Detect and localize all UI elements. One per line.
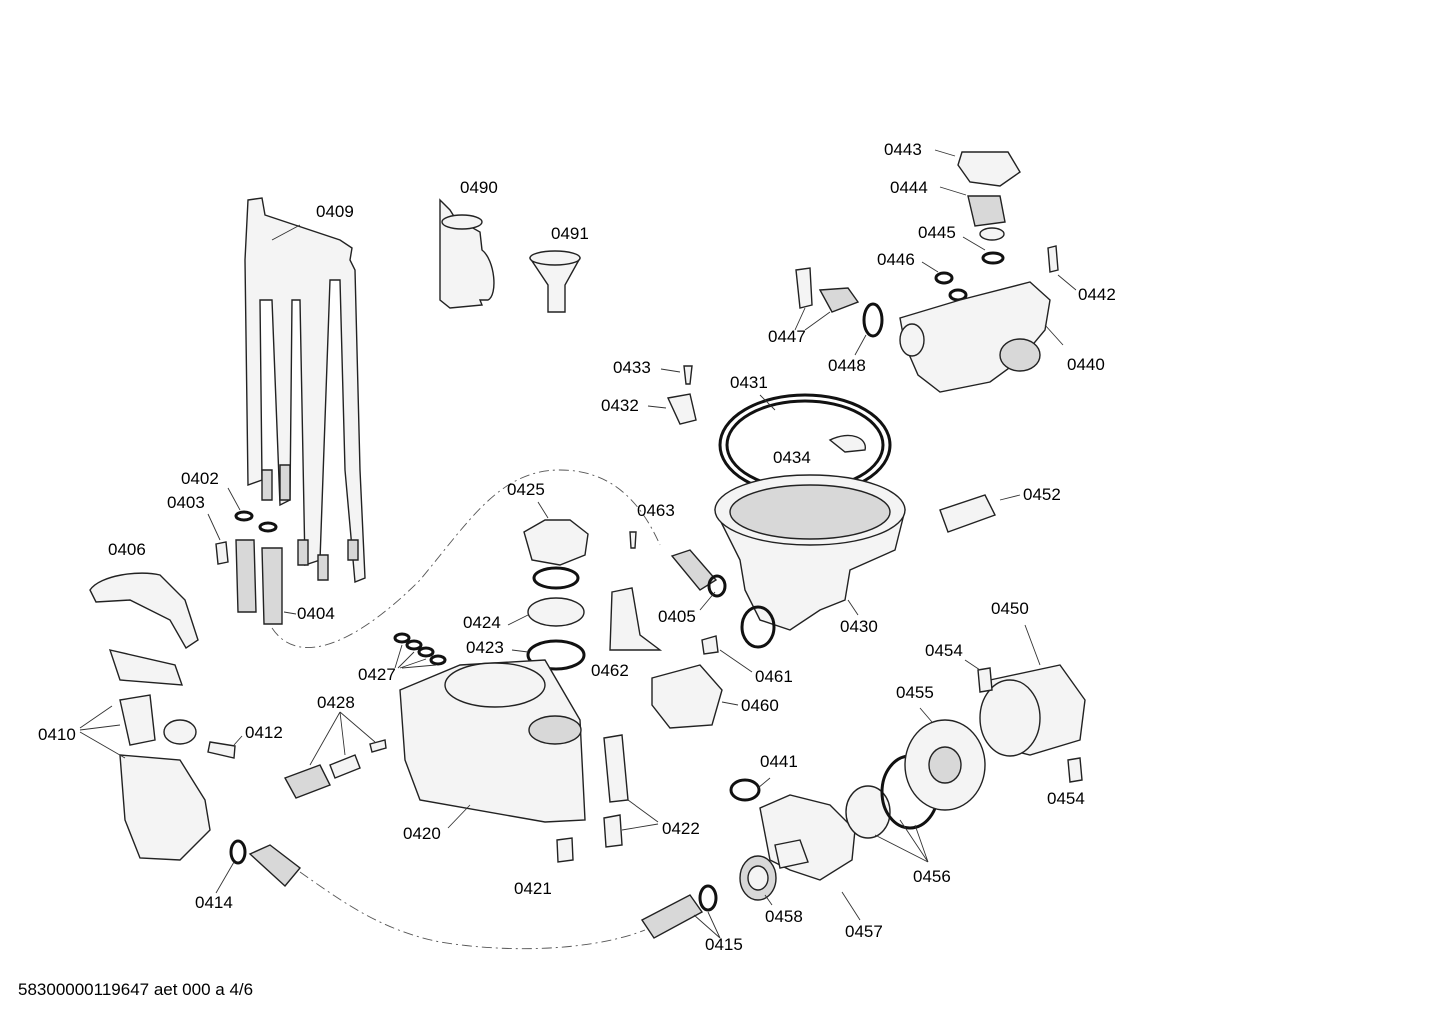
- part-label-0420[interactable]: 0420: [403, 824, 441, 843]
- part-label-0412[interactable]: 0412: [245, 723, 283, 742]
- part-label-0414[interactable]: 0414: [195, 893, 233, 912]
- part-0450-circulation-motor[interactable]: [979, 624, 1086, 757]
- part-0463-screw[interactable]: [629, 531, 637, 549]
- part-0425-nut[interactable]: [523, 501, 589, 566]
- part-label-0458[interactable]: 0458: [765, 907, 803, 926]
- part-label-0452[interactable]: 0452: [1023, 485, 1061, 504]
- part-label-0440[interactable]: 0440: [1067, 355, 1105, 374]
- part-0414-hose[interactable]: [215, 839, 302, 894]
- part-0490-jug[interactable]: [439, 198, 495, 309]
- part-0415-hose[interactable]: [640, 884, 721, 939]
- assembly-path-lines: [271, 469, 661, 950]
- part-label-0428[interactable]: 0428: [317, 693, 355, 712]
- part-0491-funnel[interactable]: [529, 250, 581, 313]
- part-label-0445[interactable]: 0445: [918, 223, 956, 242]
- part-label-0423[interactable]: 0423: [466, 638, 504, 657]
- part-0420-water-softener[interactable]: [399, 659, 586, 829]
- part-label-0421[interactable]: 0421: [514, 879, 552, 898]
- part-0402-seal[interactable]: [227, 487, 278, 533]
- part-label-0410[interactable]: 0410: [38, 725, 76, 744]
- part-label-0424[interactable]: 0424: [463, 613, 501, 632]
- part-0445-seal[interactable]: [962, 236, 1005, 265]
- part-label-0460[interactable]: 0460: [741, 696, 779, 715]
- part-0461-plug[interactable]: [701, 635, 753, 673]
- part-label-0441[interactable]: 0441: [760, 752, 798, 771]
- part-label-0433[interactable]: 0433: [613, 358, 651, 377]
- part-0430-sump[interactable]: [714, 474, 906, 631]
- part-label-0454[interactable]: 0454: [925, 641, 963, 660]
- part-label-0425[interactable]: 0425: [507, 480, 545, 499]
- part-label-0415[interactable]: 0415: [705, 935, 743, 954]
- part-label-0447[interactable]: 0447: [768, 327, 806, 346]
- part-0403-clip[interactable]: [207, 513, 229, 565]
- part-label-0454[interactable]: 0454: [1047, 789, 1085, 808]
- part-0454-clip-top[interactable]: [964, 659, 993, 693]
- part-0433-screw[interactable]: [660, 365, 693, 385]
- part-label-0442[interactable]: 0442: [1078, 285, 1116, 304]
- part-0406-cover[interactable]: [89, 572, 199, 649]
- part-0444-sensor[interactable]: [939, 186, 1006, 241]
- part-0410-dispenser[interactable]: [79, 649, 211, 861]
- part-label-0422[interactable]: 0422: [662, 819, 700, 838]
- part-label-0403[interactable]: 0403: [167, 493, 205, 512]
- part-0462-bracket[interactable]: [609, 587, 663, 651]
- part-label-0455[interactable]: 0455: [896, 683, 934, 702]
- part-0441-clamp[interactable]: [729, 777, 771, 802]
- part-0404-hoses[interactable]: [235, 539, 297, 625]
- part-0427-caps[interactable]: [393, 632, 447, 669]
- part-0446-seals[interactable]: [921, 261, 968, 302]
- document-id-footer: 58300000119647 aet 000 a 4/6: [18, 980, 254, 999]
- part-label-0402[interactable]: 0402: [181, 469, 219, 488]
- part-0447-valve[interactable]: [794, 267, 860, 331]
- part-label-0432[interactable]: 0432: [601, 396, 639, 415]
- part-label-0444[interactable]: 0444: [890, 178, 928, 197]
- part-label-0405[interactable]: 0405: [658, 607, 696, 626]
- part-label-0456[interactable]: 0456: [913, 867, 951, 886]
- part-0442-clip[interactable]: [1047, 245, 1077, 291]
- part-0424-nut-ring[interactable]: [507, 566, 585, 627]
- part-label-0448[interactable]: 0448: [828, 356, 866, 375]
- part-label-0457[interactable]: 0457: [845, 922, 883, 941]
- part-label-0404[interactable]: 0404: [297, 604, 335, 623]
- part-label-0427[interactable]: 0427: [358, 665, 396, 684]
- part-label-0463[interactable]: 0463: [637, 501, 675, 520]
- part-label-0434[interactable]: 0434: [773, 448, 811, 467]
- part-label-0443[interactable]: 0443: [884, 140, 922, 159]
- part-0448-ring[interactable]: [854, 302, 884, 356]
- part-0423-seal[interactable]: [511, 639, 586, 671]
- part-label-0406[interactable]: 0406: [108, 540, 146, 559]
- part-0443-cover[interactable]: [934, 149, 1021, 187]
- part-0457-pump-housing[interactable]: [759, 794, 861, 921]
- part-0405-hose[interactable]: [670, 549, 776, 649]
- part-0422-regeneration-parts[interactable]: [603, 734, 659, 848]
- part-0458-seal[interactable]: [739, 855, 777, 906]
- part-label-0450[interactable]: 0450: [991, 599, 1029, 618]
- part-0421-clip[interactable]: [556, 837, 574, 863]
- part-0452-heater-element[interactable]: [939, 494, 1021, 533]
- part-0434-clip[interactable]: [828, 434, 866, 453]
- part-label-0461[interactable]: 0461: [755, 667, 793, 686]
- part-label-0491[interactable]: 0491: [551, 224, 589, 243]
- part-label-0409[interactable]: 0409: [316, 202, 354, 221]
- part-0409-heat-exchanger[interactable]: [244, 197, 366, 583]
- part-0412-float[interactable]: [163, 719, 243, 759]
- part-0440-water-switch[interactable]: [899, 281, 1064, 393]
- part-label-0446[interactable]: 0446: [877, 250, 915, 269]
- part-label-0490[interactable]: 0490: [460, 178, 498, 197]
- part-label-0462[interactable]: 0462: [591, 661, 629, 680]
- part-0455-pump-cover[interactable]: [904, 707, 986, 811]
- part-0460-pump[interactable]: [651, 664, 739, 729]
- part-0432-clip[interactable]: [647, 393, 697, 425]
- part-label-0430[interactable]: 0430: [840, 617, 878, 636]
- part-label-0431[interactable]: 0431: [730, 373, 768, 392]
- part-0454-clip-bottom[interactable]: [1067, 757, 1083, 783]
- part-0428-valve[interactable]: [283, 711, 387, 799]
